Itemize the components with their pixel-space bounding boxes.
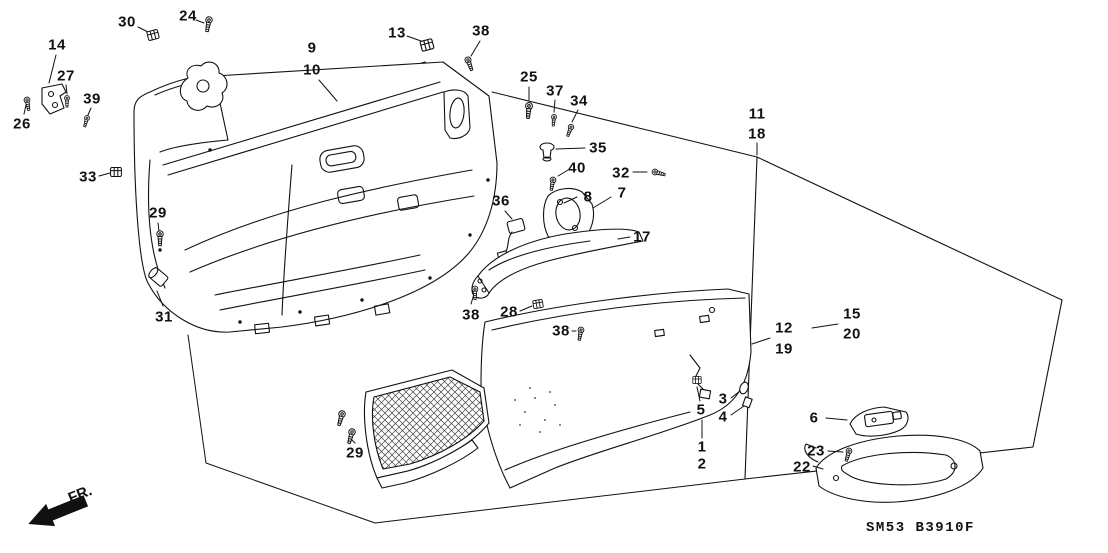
part-callout-40-14: 40	[568, 159, 586, 177]
part-callout-27-3: 27	[57, 67, 75, 85]
part-callout-5-33: 5	[696, 401, 706, 419]
part-callout-32-15: 32	[612, 164, 630, 182]
door-pocket	[363, 369, 490, 489]
part-callout-26-5: 26	[13, 115, 31, 133]
part-callout-38-9: 38	[472, 22, 490, 40]
part-callout-10-7: 10	[303, 61, 321, 79]
part-callout-2-37: 2	[697, 455, 707, 473]
door-trim-panel	[133, 61, 498, 335]
part-callout-35-13: 35	[589, 139, 607, 157]
part-callout-17-22: 17	[633, 228, 651, 246]
part-callout-9-6: 9	[307, 39, 317, 57]
part-callout-4-35: 4	[718, 408, 728, 426]
grommet	[539, 142, 555, 162]
diagram-code: SM53 B3910F	[866, 520, 975, 536]
part-callout-34-12: 34	[570, 92, 588, 110]
part-callout-8-20: 8	[583, 188, 593, 206]
part-callout-29-23: 29	[149, 204, 167, 222]
part-callout-12-28: 12	[775, 319, 793, 337]
part-callout-18-17: 18	[748, 125, 766, 143]
part-callout-22-40: 22	[793, 458, 811, 476]
part-callout-13-8: 13	[388, 24, 406, 42]
armrest-base	[804, 434, 984, 503]
fr-arrow-icon	[28, 495, 89, 527]
frame-lines	[187, 91, 758, 524]
part-callout-29-32: 29	[346, 444, 364, 462]
part-callout-15-30: 15	[843, 305, 861, 323]
part-callout-6-38: 6	[809, 409, 819, 427]
part-callout-11-16: 11	[748, 105, 766, 123]
part-callout-33-18: 33	[79, 168, 97, 186]
part-callout-36-19: 36	[492, 192, 510, 210]
part-callout-38-27: 38	[552, 322, 570, 340]
part-callout-31-24: 31	[155, 308, 173, 326]
part-callout-24-1: 24	[179, 7, 197, 25]
part-callout-25-10: 25	[520, 68, 538, 86]
lining-base-panel	[744, 156, 1063, 480]
part-callout-23-39: 23	[807, 442, 825, 460]
part-callout-38-25: 38	[462, 306, 480, 324]
part-callout-14-2: 14	[48, 36, 66, 54]
part-callout-3-34: 3	[718, 390, 728, 408]
part-callout-28-26: 28	[500, 303, 518, 321]
part-callout-1-36: 1	[697, 438, 707, 456]
part-callout-39-4: 39	[83, 90, 101, 108]
part-callout-7-21: 7	[617, 184, 627, 202]
part-callout-20-31: 20	[843, 325, 861, 343]
switch-panel	[849, 406, 909, 437]
armrest-pull-handle	[471, 228, 644, 299]
fasteners-clips	[41, 28, 753, 409]
part-callout-30-0: 30	[118, 13, 136, 31]
leader-lines	[23, 19, 848, 470]
part-callout-19-29: 19	[775, 340, 793, 358]
part-callout-37-11: 37	[546, 82, 564, 100]
lining-lower-garnish	[480, 288, 752, 489]
